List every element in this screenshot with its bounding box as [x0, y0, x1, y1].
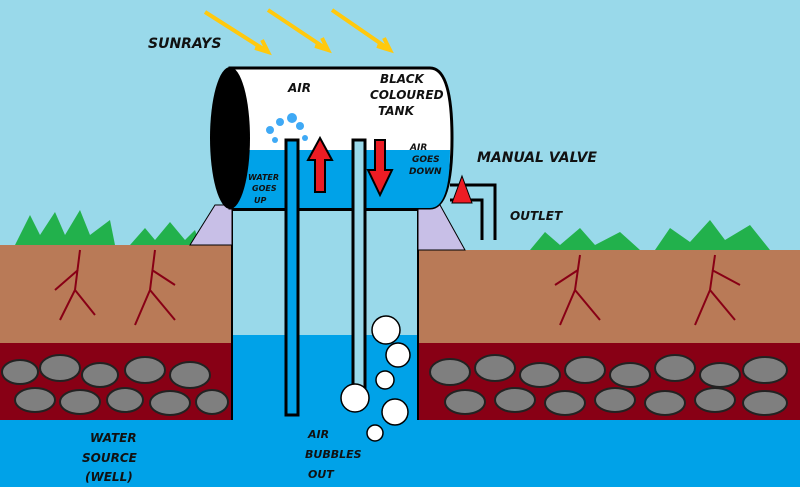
soil-right — [418, 250, 800, 345]
air-down-pipe — [351, 138, 367, 392]
tank-support-right — [417, 204, 466, 251]
arrow-down-icon — [366, 139, 394, 198]
air-bubbles — [340, 315, 411, 442]
sunrays-arrows — [203, 8, 394, 56]
arrow-up-icon — [306, 135, 334, 193]
water-splash-icon — [266, 113, 308, 143]
outlet-label: OUTLET — [510, 209, 563, 223]
water-rise-pipe — [284, 138, 300, 417]
manual-valve — [451, 174, 473, 204]
water-source — [0, 420, 800, 487]
roots — [54, 249, 741, 326]
grass — [15, 210, 770, 250]
manual-valve-label: MANUAL VALVE — [477, 150, 597, 166]
stones — [1, 354, 788, 416]
soil-left — [0, 245, 232, 345]
tank-support-left — [189, 204, 233, 246]
sunrays-label: SUNRAYS — [148, 36, 221, 52]
tank-end — [210, 67, 250, 209]
air-label: AIR — [287, 81, 311, 95]
